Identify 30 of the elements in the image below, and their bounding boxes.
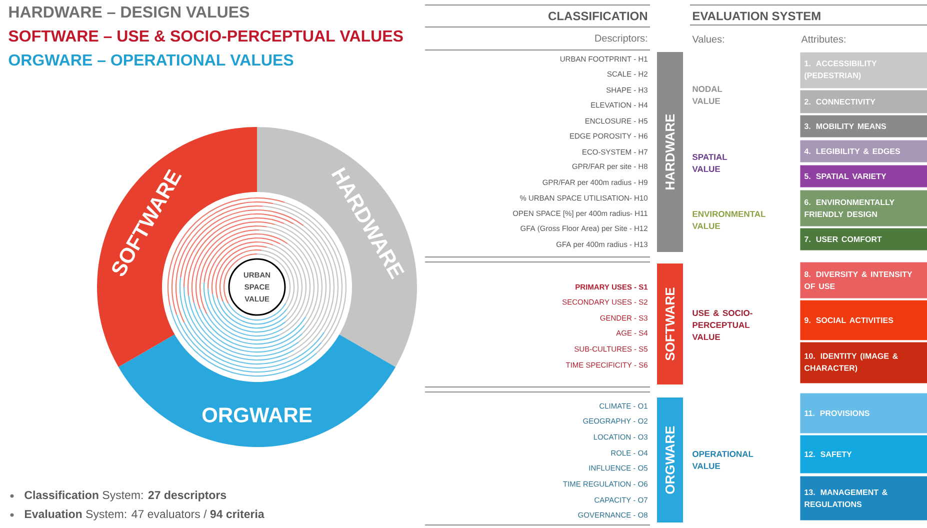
- attribute-box: 13. MANAGEMENT & REGULATIONS: [800, 476, 927, 520]
- attribute-box: 3. MOBILITY MEANS: [800, 115, 927, 138]
- attribute-box: 7. USER COMFORT: [800, 228, 927, 250]
- heading: SOFTWARE – USE & SOCIO-PERCEPTUAL VALUES: [8, 30, 403, 42]
- attribute-box: 6. ENVIRONMENTALLY FRIENDLY DESIGN: [800, 190, 927, 226]
- value-text: NODAL VALUE: [692, 86, 722, 104]
- value-text: USE & SOCIO-PERCEPTUAL VALUE: [692, 310, 752, 340]
- category-band: HARDWARE: [657, 52, 683, 252]
- value-text: OPERATIONAL VALUE: [692, 451, 754, 469]
- bullet-text: Evaluation System: 47 evaluators / 94 criteria: [24, 510, 264, 520]
- column-heading: Values:: [692, 35, 724, 43]
- attribute-box: 9. SOCIAL ACTIVITIES: [800, 300, 927, 340]
- heading: HARDWARE – DESIGN VALUES: [9, 6, 250, 18]
- attribute-box: 12. SAFETY: [800, 435, 927, 474]
- attribute-box: 11. PROVISIONS: [800, 393, 927, 434]
- column-heading: Descriptors:: [595, 34, 647, 44]
- attribute-box: 5. SPATIAL VARIETY: [800, 165, 927, 188]
- bullet-text: Classification System: 27 descriptors: [24, 490, 226, 502]
- category-band: SOFTWARE: [657, 264, 683, 384]
- attribute-box: 2. CONNECTIVITY: [800, 90, 927, 114]
- attribute-box: 10. IDENTITY (IMAGE & CHARACTER): [800, 342, 927, 384]
- column-heading: Attributes:: [801, 35, 846, 43]
- category-band: ORGWARE: [657, 398, 683, 522]
- section-heading: CLASSIFICATION: [548, 12, 647, 20]
- value-text: SPATIAL VALUE: [692, 154, 728, 172]
- heading: ORGWARE – OPERATIONAL VALUES: [8, 54, 294, 66]
- section-heading: EVALUATION SYSTEM: [693, 12, 820, 20]
- value-text: ENVIRONMENTAL VALUE: [692, 211, 766, 229]
- attribute-box: 4. LEGIBILITY & EDGES: [800, 140, 927, 162]
- attribute-box: 8. DIVERSITY & INTENSITY OF USE: [800, 262, 927, 298]
